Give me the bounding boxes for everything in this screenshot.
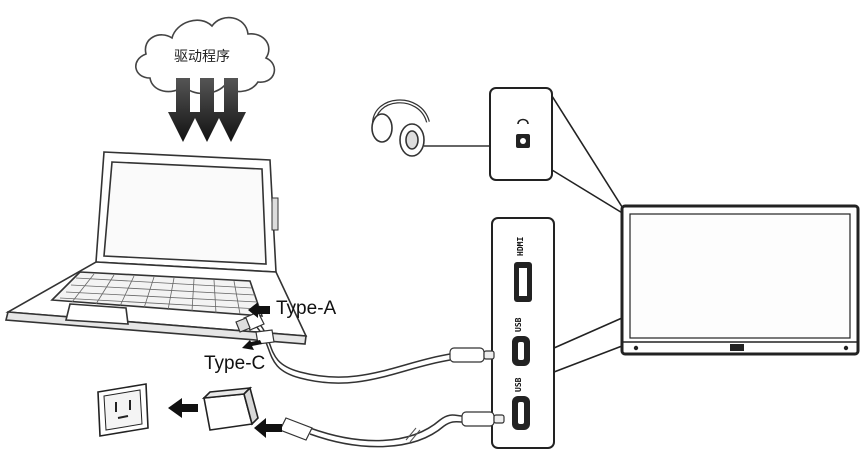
download-arrows-icon [168,78,246,142]
hdmi-port-icon [514,262,532,302]
ports-callout [491,217,623,449]
headphones-icon [371,99,430,157]
usb-c-port-icon [512,336,530,366]
power-cable [309,414,463,448]
power-adapter-icon [201,386,259,431]
type-a-connector-icon [235,311,265,333]
type-c-label: Type-C [204,353,266,374]
port-label-usb-2: USB [514,377,523,392]
port-label-hdmi: HDMI [516,236,525,256]
usb-c-plug-icon [449,347,495,363]
monitor-icon [620,204,860,356]
port-label-usb-1: USB [514,317,523,332]
power-plug-icon [461,411,505,427]
power-cable-end-icon [279,417,313,441]
wall-outlet-icon [97,383,149,437]
arrow-icon [168,302,282,438]
headphone-jack-icon [516,118,530,148]
usb-c-power-port-icon [512,396,530,430]
cable-tie-icon [405,427,421,443]
laptop-icon [4,151,308,345]
cloud-label: 驱动程序 [174,49,230,65]
type-c-connector-icon [255,329,275,345]
audio-port-callout [489,87,625,215]
type-a-label: Type-A [276,298,337,319]
